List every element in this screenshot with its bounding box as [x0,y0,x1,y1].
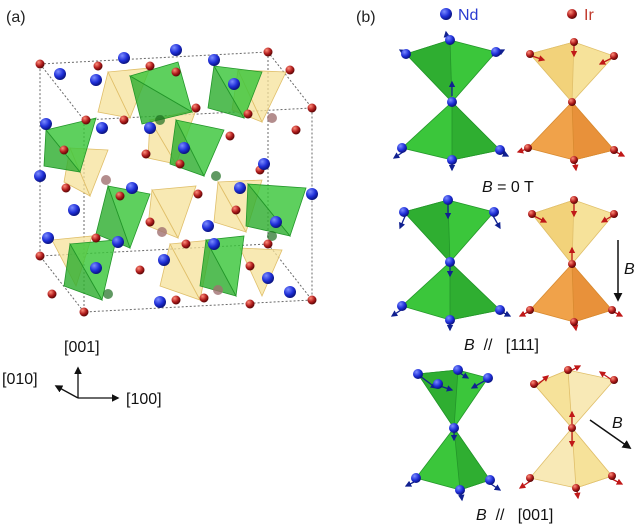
nd-spin-pair-001 [404,365,502,502]
legend: Nd Ir [440,7,594,24]
axes-indicator [54,366,120,402]
inner-atoms [101,113,277,299]
field-label-001: B [612,415,623,432]
nd-atoms [34,44,318,308]
legend-ir-marker [567,9,577,19]
nd-spin-pair-111 [390,195,512,332]
ir-atoms [35,47,317,317]
condition-zero-field: B = 0 T [482,179,534,196]
ir-spin-pair-zero-field [516,38,626,172]
legend-nd-marker [440,8,452,20]
nd-spin-pair-zero-field [392,30,510,172]
panel-a-label: (a) [6,9,26,26]
crystal-structure [34,44,318,317]
axis-label-010: [010] [2,371,38,388]
condition-001: B // [001] [476,507,553,524]
field-arrow-001 [589,419,632,450]
condition-111: B // [111] [464,337,539,354]
field-label-111: B [624,261,635,278]
panel-b-label: (b) [356,9,376,26]
axis-label-100: [100] [126,391,162,408]
ir-spin-pair-111 [518,196,624,332]
legend-nd-label: Nd [458,7,478,24]
legend-ir-label: Ir [584,7,594,24]
ir-spin-pair-001 [518,365,624,500]
axis-label-001: [001] [64,339,100,356]
